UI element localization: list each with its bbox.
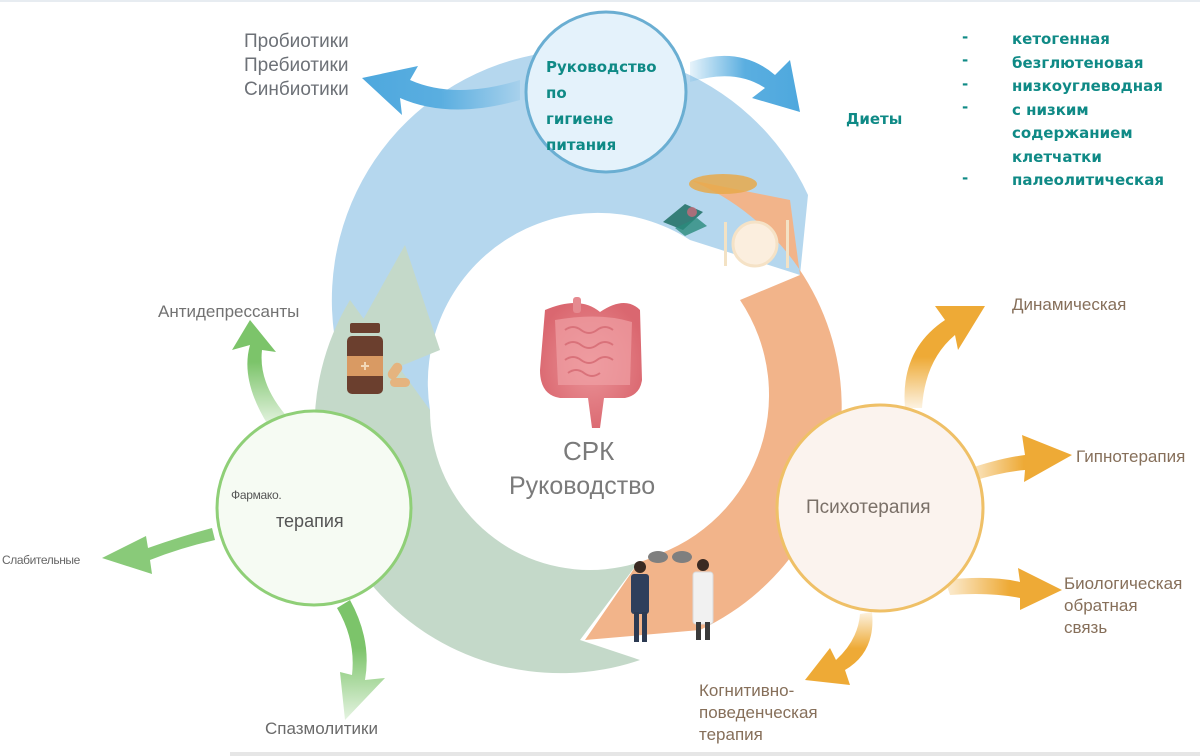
diet-item: кетогенная	[1012, 30, 1110, 48]
nutrition-label-line: гигиене	[546, 110, 614, 128]
ring-segment-pharmacotherapy	[314, 300, 640, 674]
pills-icon	[387, 362, 410, 387]
intestine-icon	[540, 297, 642, 428]
arrow-to-hypnotherapy	[965, 435, 1072, 482]
psychotherapy-node[interactable]	[775, 403, 985, 613]
supplements-list: Пробиотики Пребиотики Синбиотики	[244, 30, 349, 102]
speech-bubbles-icon	[648, 551, 692, 563]
psychotherapy-label: Психотерапия	[806, 497, 931, 518]
medicine-bottle-icon	[347, 323, 383, 394]
cbt-line: поведенческая	[699, 703, 818, 722]
arrow-to-biofeedback	[945, 568, 1062, 610]
arrow-to-antispasmodics	[337, 600, 385, 720]
diet-bullet: -	[962, 51, 969, 69]
antispasmodics-label: Спазмолитики	[265, 719, 378, 738]
diet-item: палеолитическая	[1012, 171, 1164, 189]
biofeedback-label: Биологическая обратная связь	[1064, 573, 1182, 639]
pharmacotherapy-label-line1: Фармако.	[231, 488, 282, 502]
diet-item: безглютеновая	[1012, 53, 1144, 72]
diet-item: низкоуглеводная	[1012, 77, 1163, 95]
patient-figure-icon	[631, 561, 649, 642]
diet-item-cont: клетчатки	[1012, 147, 1102, 166]
diet-item: с низким	[1012, 100, 1089, 119]
pharmacotherapy-node[interactable]	[215, 409, 413, 607]
arrow-to-supplements	[362, 66, 520, 115]
diet-bullet: -	[962, 75, 969, 93]
pharmacotherapy-label-line2: терапия	[276, 511, 344, 531]
top-border	[0, 0, 1200, 2]
supplement-item: Пребиотики	[244, 55, 349, 76]
cbt-line: терапия	[699, 725, 763, 744]
bottom-border	[230, 752, 1200, 756]
diet-bullet: -	[962, 98, 969, 116]
laxatives-label: Слабительные	[2, 553, 80, 567]
diets-list: кетогенная безглютеновая низкоуглеводная…	[1012, 28, 1164, 193]
cbt-line: Когнитивно-	[699, 681, 795, 700]
arrow-to-cbt	[805, 612, 873, 685]
nutrition-label-line: Руководство	[546, 58, 657, 76]
diet-bullet: -	[962, 169, 969, 187]
center-subtitle: Руководство	[509, 472, 656, 500]
biofeedback-line: связь	[1064, 618, 1108, 637]
dynamic-therapy-label: Динамическая	[1012, 295, 1127, 314]
arrow-to-antidepressants	[232, 320, 290, 425]
biofeedback-line: Биологическая	[1064, 574, 1183, 593]
arrow-to-diets	[690, 55, 800, 112]
supplement-item: Синбиотики	[244, 79, 349, 100]
supplement-item: Пробиотики	[244, 31, 349, 52]
arrow-to-laxatives	[102, 528, 215, 574]
food-icon	[663, 174, 757, 236]
plate-icon	[724, 220, 789, 268]
nutrition-node-label: Руководство по гигиене питания	[546, 54, 657, 158]
diet-item-cont: содержанием	[1012, 124, 1133, 142]
nutrition-node[interactable]	[524, 10, 688, 174]
biofeedback-line: обратная	[1064, 596, 1138, 615]
antidepressants-label: Антидепрессанты	[158, 302, 300, 321]
diet-bullet: -	[962, 28, 969, 46]
center-title: СРК	[563, 436, 615, 466]
nutrition-label-line: питания	[546, 136, 617, 154]
cbt-label: Когнитивно- поведенческая терапия	[699, 680, 818, 746]
hypnotherapy-label: Гипнотерапия	[1076, 447, 1186, 466]
doctor-figure-icon	[692, 559, 714, 640]
nutrition-label-line: по	[546, 84, 567, 102]
arrow-to-dynamic	[904, 306, 985, 408]
diets-title: Диеты	[846, 110, 903, 128]
ring-segment-nutrition	[331, 50, 808, 410]
